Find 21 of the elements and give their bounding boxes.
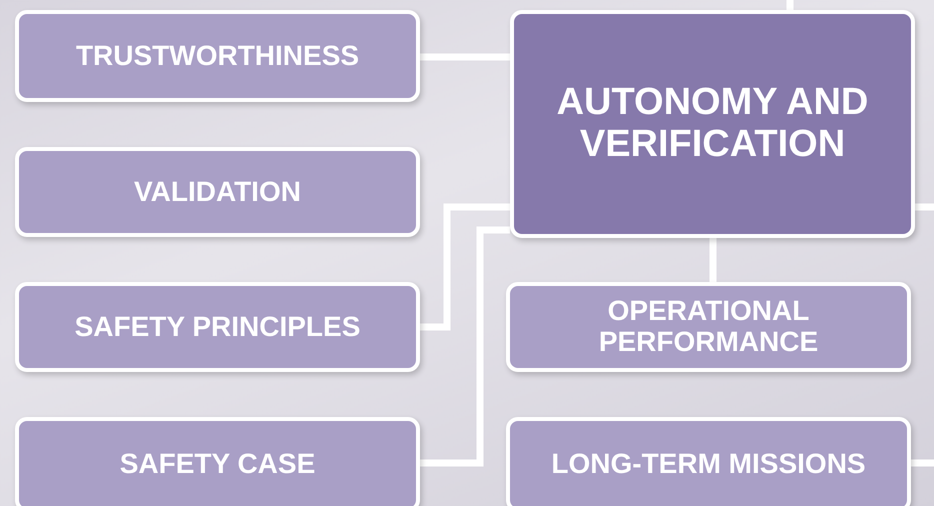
topic-label: SAFETY CASE bbox=[118, 449, 316, 480]
topic-box bbox=[506, 282, 911, 372]
topic-box bbox=[15, 10, 420, 102]
connector-line bbox=[786, 0, 794, 10]
connector-line bbox=[420, 226, 510, 466]
topic-label: LONG-TERM MISSIONS bbox=[550, 449, 867, 480]
topic-box bbox=[15, 417, 420, 506]
topic-box bbox=[506, 417, 911, 506]
topic-label: TRUSTWORTHINESS bbox=[74, 40, 360, 72]
connector-line bbox=[915, 204, 934, 210]
topic-box bbox=[15, 282, 420, 372]
topic-box bbox=[15, 147, 420, 237]
topic-label: AUTONOMY AND VERIFICATION bbox=[556, 82, 870, 166]
connector-line bbox=[710, 238, 716, 282]
connector-line bbox=[420, 204, 510, 330]
connector-line bbox=[420, 54, 510, 60]
connector-line bbox=[911, 460, 934, 466]
topic-label: VALIDATION bbox=[133, 176, 302, 208]
topic-label: OPERATIONAL PERFORMANCE bbox=[598, 296, 820, 358]
topic-box bbox=[510, 10, 915, 238]
topic-label: SAFETY PRINCIPLES bbox=[74, 312, 362, 342]
